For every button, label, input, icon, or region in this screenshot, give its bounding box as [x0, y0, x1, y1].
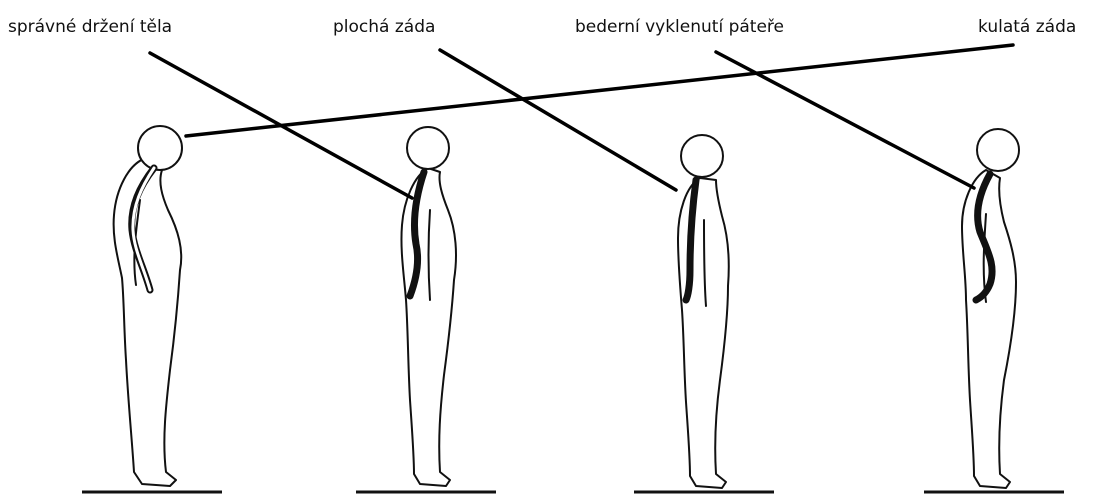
- leader-line-round-back: [186, 45, 1013, 136]
- figure-lumbar-lordosis: [962, 129, 1019, 488]
- figure-round-back-head: [138, 126, 182, 170]
- figure-round-back-body: [114, 158, 182, 486]
- leader-line-flat-back: [440, 50, 676, 190]
- figure-flat-back-head: [681, 135, 723, 177]
- figure-round-back: [114, 126, 182, 486]
- figure-lordosis-body: [962, 170, 1016, 488]
- figure-lordosis-head: [977, 129, 1019, 171]
- figure-flat-back: [678, 135, 729, 488]
- leader-lines: [150, 45, 1013, 198]
- figure-correct-posture: [401, 127, 456, 486]
- figure-correct-head: [407, 127, 449, 169]
